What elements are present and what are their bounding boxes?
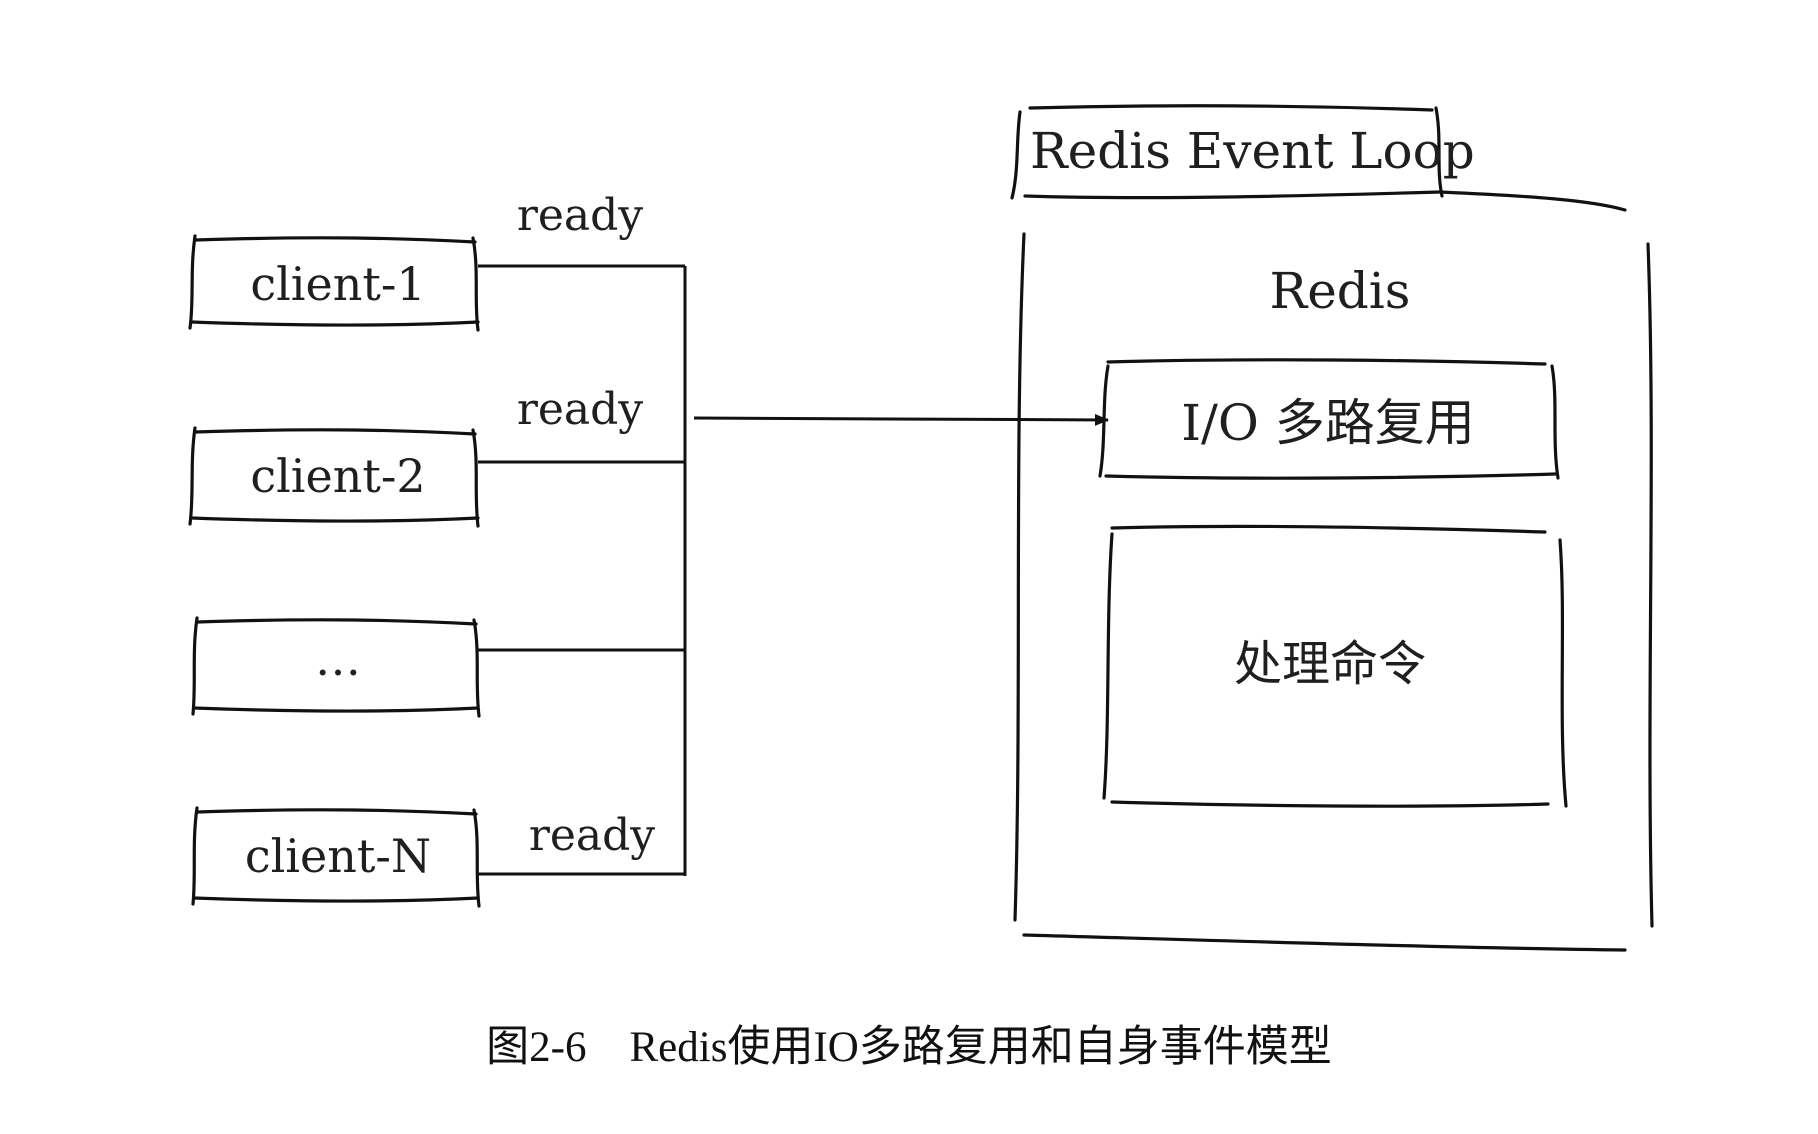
event-loop-title-tab: Redis Event Loop <box>1010 104 1475 200</box>
client-box-2: client-2 <box>188 426 480 528</box>
client-label-n: client-N <box>245 829 431 883</box>
client-box-n: client-N <box>191 806 481 908</box>
process-commands-box: 处理命令 <box>1102 524 1568 808</box>
ready-connectors <box>478 264 687 876</box>
client-box-ellipsis: … <box>191 616 481 718</box>
event-loop-container: Redis <box>1013 190 1654 952</box>
io-multiplexing-box: I/O 多路复用 <box>1098 358 1560 480</box>
redis-label: Redis <box>1270 262 1411 320</box>
ready-label-1: ready <box>517 190 643 241</box>
client-label-ellipsis: … <box>315 632 361 686</box>
figure-caption: 图2-6 Redis使用IO多路复用和自身事件模型 <box>486 1024 1332 1071</box>
client-box-1: client-1 <box>188 234 480 332</box>
dispatch-arrow <box>693 413 1109 426</box>
client-label-2: client-2 <box>250 449 425 503</box>
process-commands-label: 处理命令 <box>1234 636 1426 692</box>
ready-label-n: ready <box>529 810 655 861</box>
io-multiplexing-label: I/O 多路复用 <box>1181 394 1474 452</box>
event-loop-title: Redis Event Loop <box>1030 122 1475 180</box>
client-label-1: client-1 <box>250 257 425 311</box>
ready-label-2: ready <box>517 384 643 435</box>
